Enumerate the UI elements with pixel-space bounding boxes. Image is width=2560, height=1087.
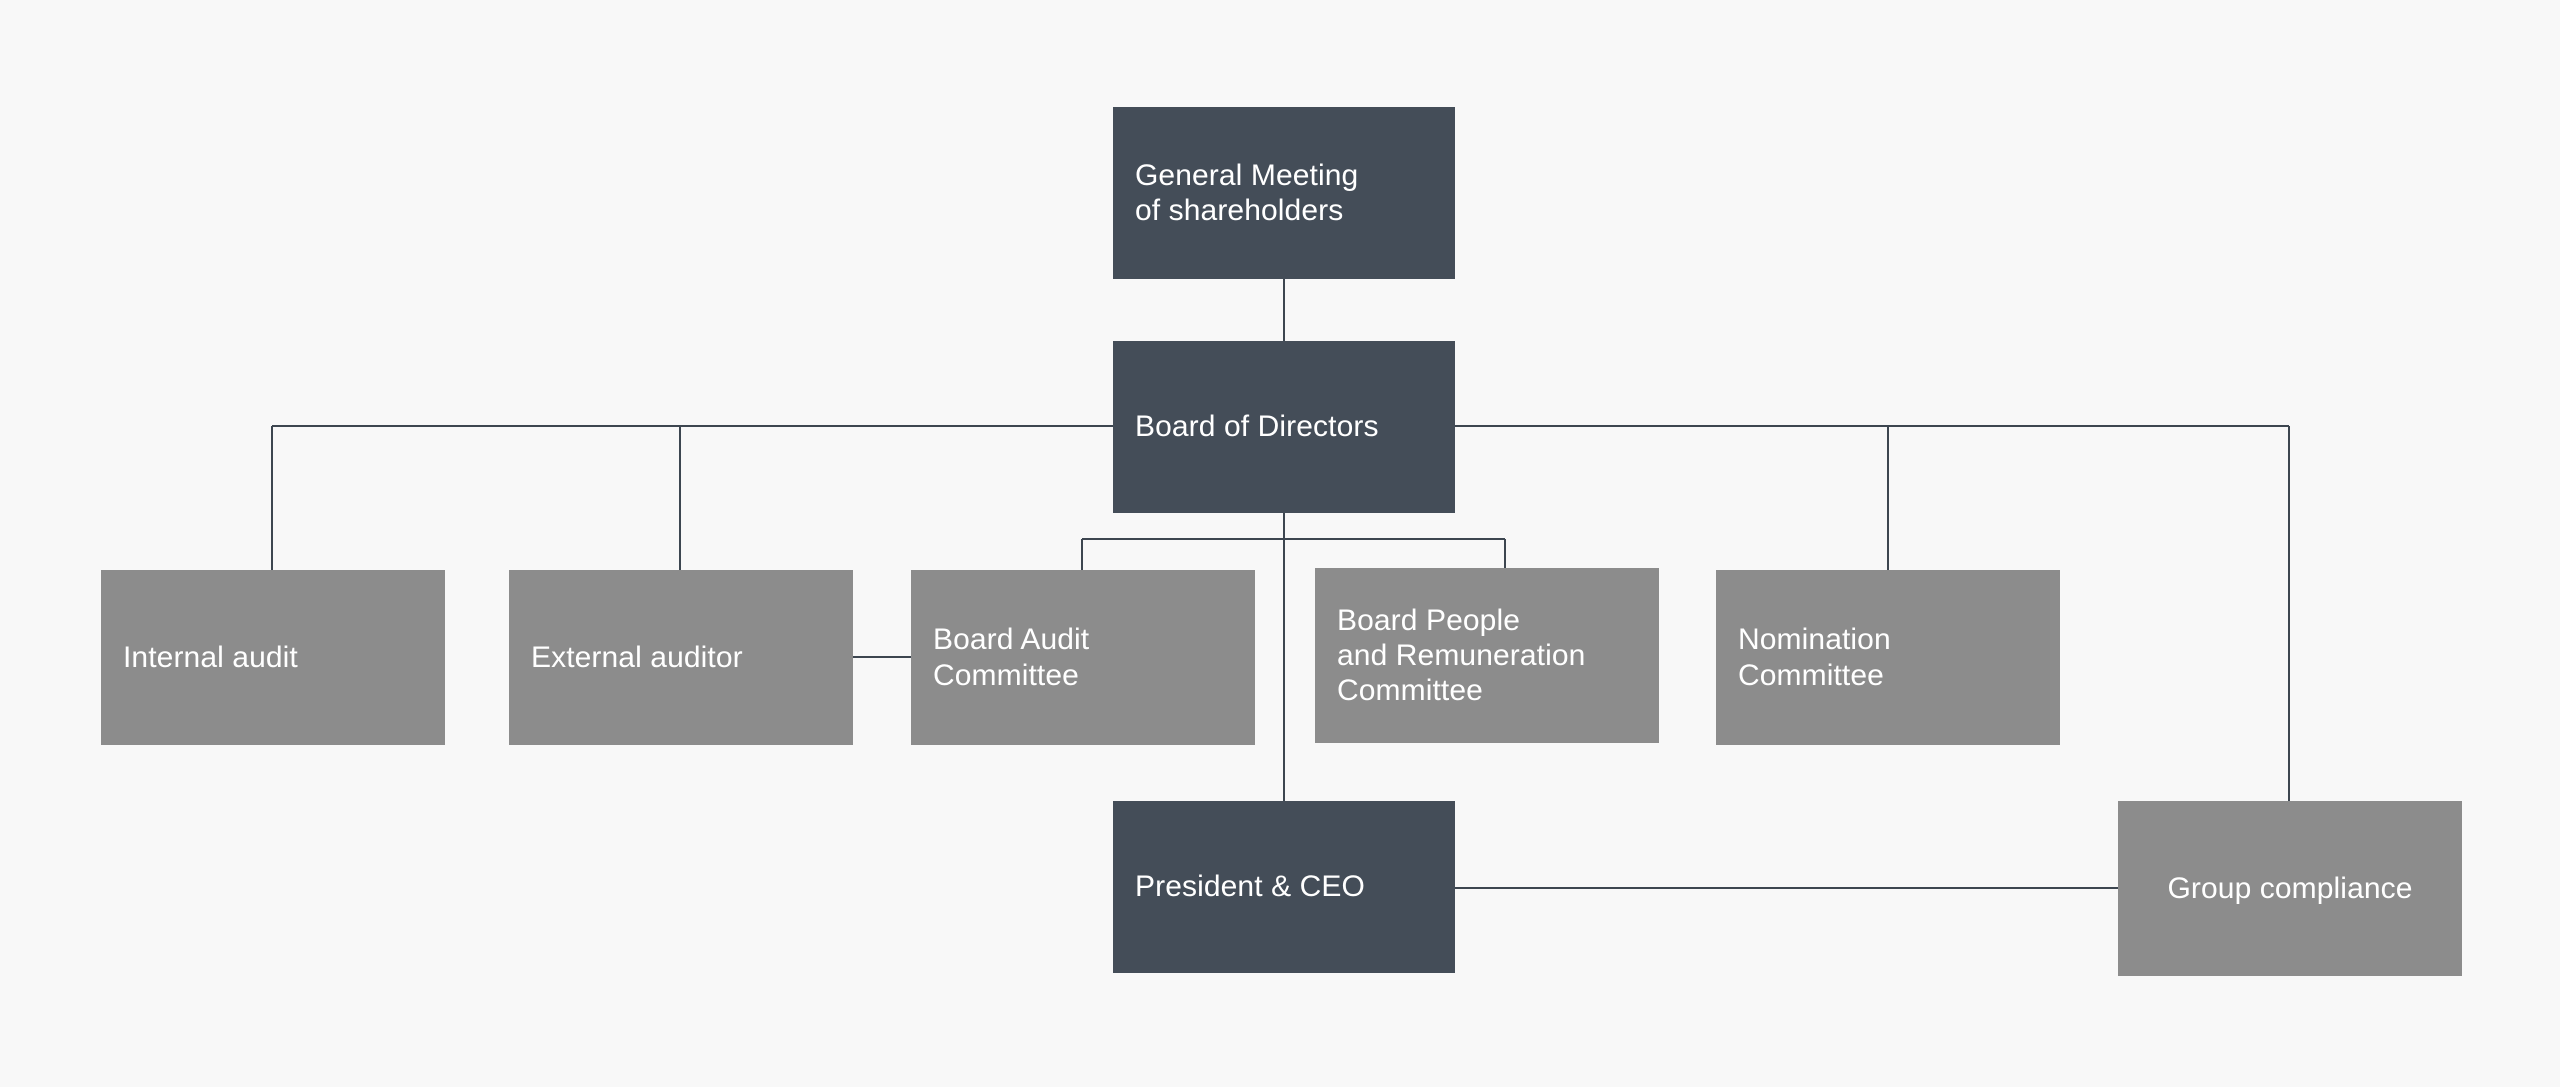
node-external-auditor[interactable]: External auditor [509, 570, 853, 745]
node-board-audit-committee[interactable]: Board Audit Committee [911, 570, 1255, 745]
node-general-meeting-label: General Meeting of shareholders [1135, 158, 1359, 227]
node-internal-audit[interactable]: Internal audit [101, 570, 445, 745]
node-board-of-directors[interactable]: Board of Directors [1113, 341, 1455, 513]
node-group-compliance-label: Group compliance [2167, 871, 2413, 905]
node-board-audit-committee-label: Board Audit Committee [933, 623, 1090, 692]
node-external-auditor-label: External auditor [531, 640, 743, 674]
node-internal-audit-label: Internal audit [123, 640, 298, 674]
node-group-compliance[interactable]: Group compliance [2118, 801, 2462, 976]
node-president-ceo-label: President & CEO [1135, 870, 1365, 904]
node-nomination-committee-label: Nomination Committee [1738, 623, 1891, 692]
node-general-meeting[interactable]: General Meeting of shareholders [1113, 107, 1455, 279]
node-nomination-committee[interactable]: Nomination Committee [1716, 570, 2060, 745]
node-board-people-remuneration-committee-label: Board People and Remuneration Committee [1337, 603, 1586, 708]
node-board-of-directors-label: Board of Directors [1135, 410, 1379, 444]
node-board-people-remuneration-committee[interactable]: Board People and Remuneration Committee [1315, 568, 1659, 743]
node-president-ceo[interactable]: President & CEO [1113, 801, 1455, 973]
